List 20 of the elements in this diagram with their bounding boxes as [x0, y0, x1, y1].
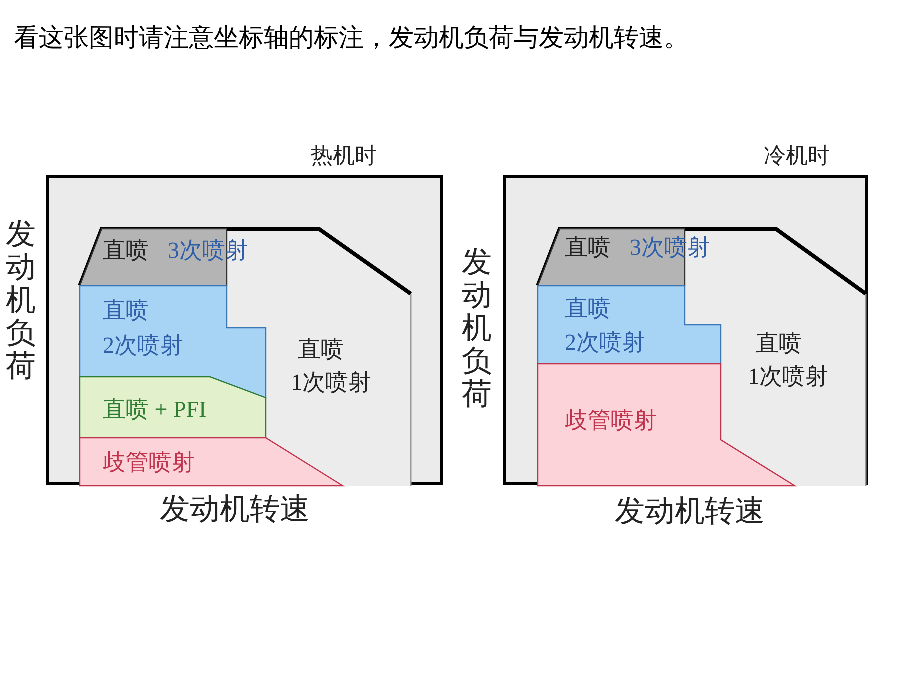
axis-label: 发动机转速 — [615, 494, 765, 530]
region-label: 直喷 — [103, 298, 149, 324]
panel-heading: 冷机时 — [764, 142, 830, 170]
region-label: 歧管喷射 — [103, 450, 195, 476]
region-label: 歧管喷射 — [565, 408, 657, 434]
region-label: 直喷 + PFI — [103, 397, 207, 423]
panel-heading: 热机时 — [311, 142, 377, 170]
region-label: 2次喷射 — [565, 330, 646, 356]
region-label: 1次喷射 — [748, 364, 828, 390]
region-label: 1次喷射 — [291, 370, 372, 396]
axis-label: 发动机负荷 — [462, 246, 492, 411]
region-label: 直喷 — [298, 337, 344, 363]
region-label: 2次喷射 — [103, 333, 184, 359]
region-label: 直喷 — [565, 235, 611, 261]
axis-label: 发动机负荷 — [6, 218, 36, 383]
region-label: 直喷 — [103, 238, 149, 264]
region-label: 直喷 — [565, 296, 611, 322]
axis-label: 发动机转速 — [160, 492, 310, 528]
title: 看这张图时请注意坐标轴的标注，发动机负荷与发动机转速。 — [14, 23, 689, 54]
region-label: 直喷 — [756, 331, 802, 357]
